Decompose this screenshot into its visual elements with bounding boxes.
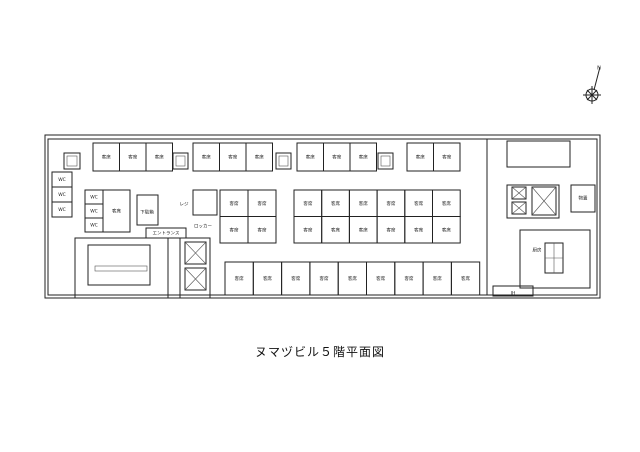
wc-label: WC [58, 207, 66, 213]
seat-cell [349, 142, 377, 172]
wc-label: WC [90, 223, 98, 229]
seat-label: 客席 [291, 275, 300, 282]
wc-label: WC [90, 195, 98, 201]
seat-cells [51, 142, 481, 296]
seat-cell [450, 261, 481, 296]
seat-label: 客席 [433, 275, 442, 282]
seat-label: 客席 [112, 208, 121, 215]
seat-label: 客席 [332, 154, 341, 161]
shoe-box-label: 下駄箱 [140, 209, 154, 216]
wc-label: WC [58, 177, 66, 183]
seat-label: 客席 [404, 275, 413, 282]
seat-label: 客席 [255, 154, 264, 161]
seat-label: 客席 [303, 226, 312, 233]
north-label: N [597, 66, 601, 72]
seat-label: 客席 [230, 226, 239, 233]
seat-label: 客席 [331, 226, 340, 233]
seat-cell [245, 142, 273, 172]
seat-label: 客席 [386, 200, 395, 207]
seat-label: 客席 [414, 226, 423, 233]
seat-cell [247, 216, 277, 244]
seat-label: 客席 [258, 200, 267, 207]
seat-label: 客席 [202, 154, 211, 161]
seat-label: 客席 [442, 226, 451, 233]
seat-label: 客席 [258, 226, 267, 233]
seat-label: 客席 [102, 154, 111, 161]
storage-label: 物置 [579, 195, 588, 202]
entrance-label: エントランス [153, 231, 180, 237]
wc-label: WC [58, 192, 66, 198]
locker-label: ロッカー [194, 224, 212, 230]
seat-label: 客席 [359, 200, 368, 207]
seat-label: 客席 [303, 200, 312, 207]
seat-label: 客席 [442, 200, 451, 207]
wc-cell [51, 201, 73, 218]
seat-label: 客席 [320, 275, 329, 282]
seat-label: 客席 [442, 154, 451, 161]
seat-label: 客席 [386, 226, 395, 233]
seat-label: 客席 [263, 275, 272, 282]
seat-cell [102, 189, 131, 233]
seat-label: 客席 [306, 154, 315, 161]
register-label: レジ [180, 203, 189, 208]
seat-label: 客席 [331, 200, 340, 207]
seat-label: 客席 [461, 275, 470, 282]
seat-cell [433, 142, 461, 172]
seat-cell [145, 142, 173, 172]
kitchen-label: 厨房 [533, 247, 542, 254]
seat-label: 客席 [230, 200, 239, 207]
seat-label: 客席 [414, 200, 423, 207]
seat-label: 客席 [228, 154, 237, 161]
seat-cell [432, 216, 461, 244]
seat-label: 客席 [155, 154, 164, 161]
seat-label: 客席 [416, 154, 425, 161]
seat-label: 客席 [376, 275, 385, 282]
seat-label: 客席 [359, 154, 368, 161]
plan-title: ヌマヅビル５階平面図 [254, 345, 385, 359]
seat-label: 客席 [359, 226, 368, 233]
wc-label: WC [90, 209, 98, 215]
north-arrow-icon [583, 66, 601, 104]
walls [44, 134, 601, 299]
seat-label: 客席 [348, 275, 357, 282]
small-room-label: IH [511, 291, 516, 297]
seat-label: 客席 [128, 154, 137, 161]
room-labels: 客席客席客席客席客席客席客席客席客席客席客席客席客席客席客席客席客席客席客席客席… [58, 154, 588, 297]
seat-label: 客席 [235, 275, 244, 282]
